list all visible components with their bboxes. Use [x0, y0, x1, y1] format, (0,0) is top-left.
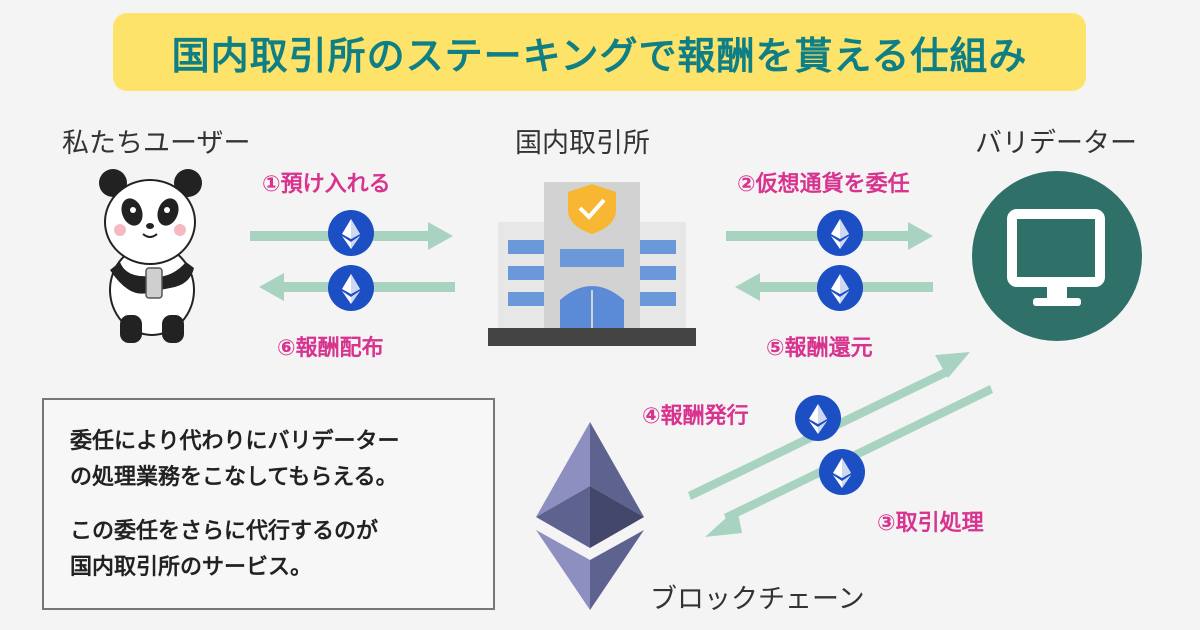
title-banner: 国内取引所のステーキングで報酬を貰える仕組み [113, 13, 1086, 91]
eth-coin-icon [328, 265, 374, 311]
blockchain-label: ブロックチェーン [650, 584, 865, 615]
description-box: 委任により代わりにバリデーター の処理業務をこなしてもらえる。 この委任をさらに… [42, 398, 495, 610]
description-line-4: 国内取引所のサービス。 [70, 555, 313, 580]
exchange-building-icon [488, 182, 696, 346]
description-line-3: この委任をさらに代行するのが [70, 519, 379, 544]
step-6-label: ⑥報酬配布 [277, 336, 384, 361]
eth-coin-icon [819, 449, 865, 495]
page-title: 国内取引所のステーキングで報酬を貰える仕組み [171, 33, 1028, 78]
eth-coin-icon [328, 210, 374, 256]
description-line-2: の処理業務をこなしてもらえる。 [70, 465, 398, 490]
ethereum-logo [536, 422, 644, 610]
exchange-label: 国内取引所 [515, 128, 650, 159]
eth-coin-icon [817, 210, 863, 256]
step-1-label: ①預け入れる [262, 172, 391, 197]
step-5-label: ⑤報酬還元 [766, 336, 873, 361]
step-3-label: ③取引処理 [877, 511, 984, 536]
step-4-label: ④報酬発行 [642, 404, 749, 429]
validator-computer-icon [972, 171, 1142, 341]
validator-label: バリデーター [975, 128, 1137, 159]
step-2-label: ②仮想通貨を委任 [737, 172, 910, 197]
eth-coin-icon [817, 265, 863, 311]
users-label: 私たちユーザー [62, 128, 251, 159]
eth-coin-icon [795, 395, 841, 441]
description-line-1: 委任により代わりにバリデーター [70, 429, 400, 454]
panda-illustration [99, 169, 202, 343]
